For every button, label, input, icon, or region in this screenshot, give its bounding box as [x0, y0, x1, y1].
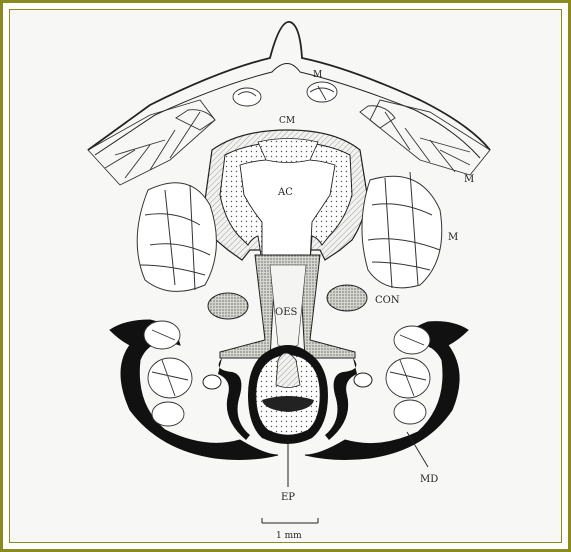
cm-dotted-cap — [258, 139, 318, 163]
label-m-right-top: M — [464, 174, 474, 185]
label-cm: CM — [279, 116, 295, 126]
label-md: MD — [420, 474, 438, 485]
scale-bar-label: 1 mm — [276, 531, 302, 541]
label-m-top: M — [313, 70, 322, 80]
muscle-lateral-left — [137, 183, 216, 292]
muscle-right-dorsal — [360, 100, 490, 175]
label-ep: EP — [281, 492, 295, 503]
small-oval-left — [203, 375, 221, 389]
muscle-mandible-left — [144, 321, 192, 426]
label-oes: OES — [275, 307, 297, 318]
label-m-right-mid: M — [448, 232, 458, 243]
small-oval-right — [354, 373, 372, 387]
con-left — [208, 293, 248, 319]
scale-bar — [262, 518, 318, 523]
pharynx-lining-left — [218, 358, 250, 440]
label-ac: AC — [277, 187, 293, 198]
muscle-mandible-right — [386, 326, 430, 424]
con-right — [327, 285, 367, 311]
pharynx-lining-right — [325, 358, 357, 440]
muscle-left-dorsal — [88, 100, 215, 185]
label-con: CON — [375, 295, 400, 306]
muscle-lateral-right — [362, 172, 442, 288]
muscle-top-bundles — [233, 82, 337, 106]
